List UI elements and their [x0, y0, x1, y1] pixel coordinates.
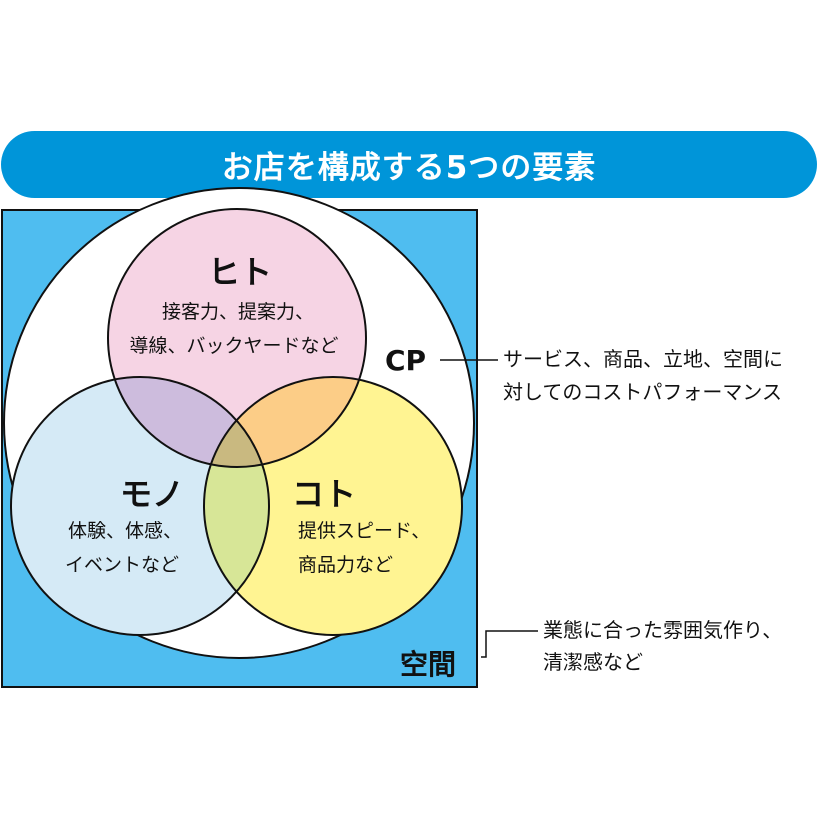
space-desc-line1: 業態に合った雰囲気作り、 [543, 618, 782, 642]
koto-desc-line2: 商品力など [298, 554, 393, 576]
koto-label: コト [292, 475, 356, 513]
title-banner: お店を構成する5つの要素 [1, 131, 817, 198]
cp-desc-line2: 対してのコストパフォーマンス [503, 380, 782, 404]
overlap-hito-koto [204, 377, 366, 467]
koto-outline [203, 376, 463, 636]
hito-label: ヒト [208, 253, 272, 291]
cp-label: CP [385, 344, 426, 377]
hito-desc-line2: 導線、バックヤードなど [129, 335, 338, 357]
diagram-title: お店を構成する5つの要素 [221, 150, 597, 186]
mono-label: モノ [120, 475, 184, 513]
mono-outline [10, 376, 270, 636]
mono-desc-line2: イベントなど [65, 554, 179, 576]
overlap-hito-mono [108, 377, 269, 467]
hito-outline [107, 208, 367, 468]
cp-desc-line1: サービス、商品、立地、空間に [503, 347, 783, 371]
space-desc-line2: 清潔感など [543, 650, 643, 674]
mono-desc-line1: 体験、体感、 [68, 520, 182, 542]
hito-desc-line1: 接客力、提案力、 [162, 301, 314, 323]
space-label: 空間 [400, 648, 456, 681]
space-callout-line [481, 630, 538, 658]
koto-desc-line1: 提供スピード、 [298, 520, 430, 542]
